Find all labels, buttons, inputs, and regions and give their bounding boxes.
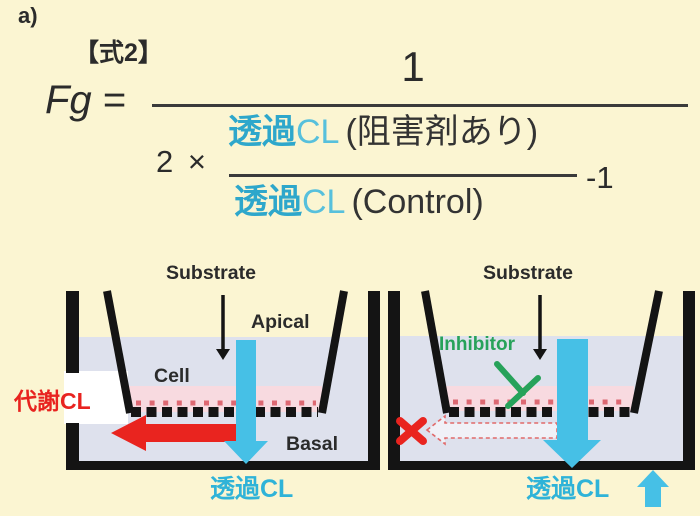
right-substrate-label: Substrate	[483, 262, 573, 284]
inhibitor-label: Inhibitor	[439, 334, 515, 355]
inner-fraction-bar	[229, 174, 577, 177]
left-permeation-cl-label: 透過CL	[210, 475, 294, 503]
figure-label: a)	[18, 3, 38, 28]
fg-term: Fg =	[45, 78, 126, 122]
inner-denominator: 透過CL(Control)	[234, 183, 484, 221]
bottom-white-strip	[0, 516, 700, 528]
right-cell-monolayer	[446, 386, 634, 411]
left-insert-wall-right	[318, 290, 348, 414]
metabolic-cl-label: 代謝CL	[14, 388, 91, 414]
cl-text-cyan: CL	[296, 113, 340, 151]
basal-label: Basal	[286, 433, 339, 455]
perm-text-cyan: 透過	[234, 183, 302, 221]
increase-arrow-icon	[637, 470, 669, 507]
right-outer-wall-bottom	[388, 461, 695, 470]
inner-numerator: 透過CL(阻害剤あり)	[228, 113, 539, 151]
right-permeation-cl-arrow	[543, 339, 601, 468]
main-fraction-bar	[152, 104, 688, 107]
left-transwell-panel	[64, 290, 380, 470]
right-insert-wall-right	[630, 290, 663, 414]
left-outer-wall-left-upper	[66, 291, 79, 373]
metabolic-cl-arrow	[111, 415, 248, 451]
left-outer-wall-left-lower	[66, 423, 79, 469]
right-outer-wall-left	[388, 291, 400, 469]
left-substrate-arrowhead	[216, 349, 230, 360]
left-insert-wall-left	[103, 290, 134, 414]
offset-term: -1	[586, 160, 614, 195]
right-insert-wall-left	[421, 290, 451, 414]
multiplier: 2 ×	[156, 144, 209, 179]
equals-sign: =	[102, 78, 127, 122]
inhibitor-condition-text: (阻害剤あり)	[345, 113, 539, 151]
inhibitor-block-icon	[494, 361, 541, 409]
right-permeation-cl-label: 透過CL	[526, 475, 610, 503]
right-outer-wall-right	[683, 291, 695, 469]
right-substrate-arrowhead	[533, 349, 547, 360]
left-outer-wall-bottom	[66, 461, 380, 470]
left-wall-gap	[64, 371, 128, 424]
control-condition-text: (Control)	[351, 183, 484, 221]
equation-label: 【式2】	[74, 39, 163, 67]
fg-symbol: Fg	[45, 78, 92, 122]
main-numerator: 1	[401, 43, 425, 90]
perm-text-cyan: 透過	[228, 113, 296, 151]
blocked-x-icon	[396, 417, 427, 445]
left-permeation-cl-arrow	[224, 340, 268, 464]
apical-label: Apical	[251, 311, 310, 333]
cell-label: Cell	[154, 365, 190, 387]
left-outer-wall-right	[368, 291, 380, 466]
cl-text-cyan: CL	[302, 183, 346, 221]
right-transwell-panel	[388, 290, 695, 507]
left-substrate-label: Substrate	[166, 262, 256, 284]
